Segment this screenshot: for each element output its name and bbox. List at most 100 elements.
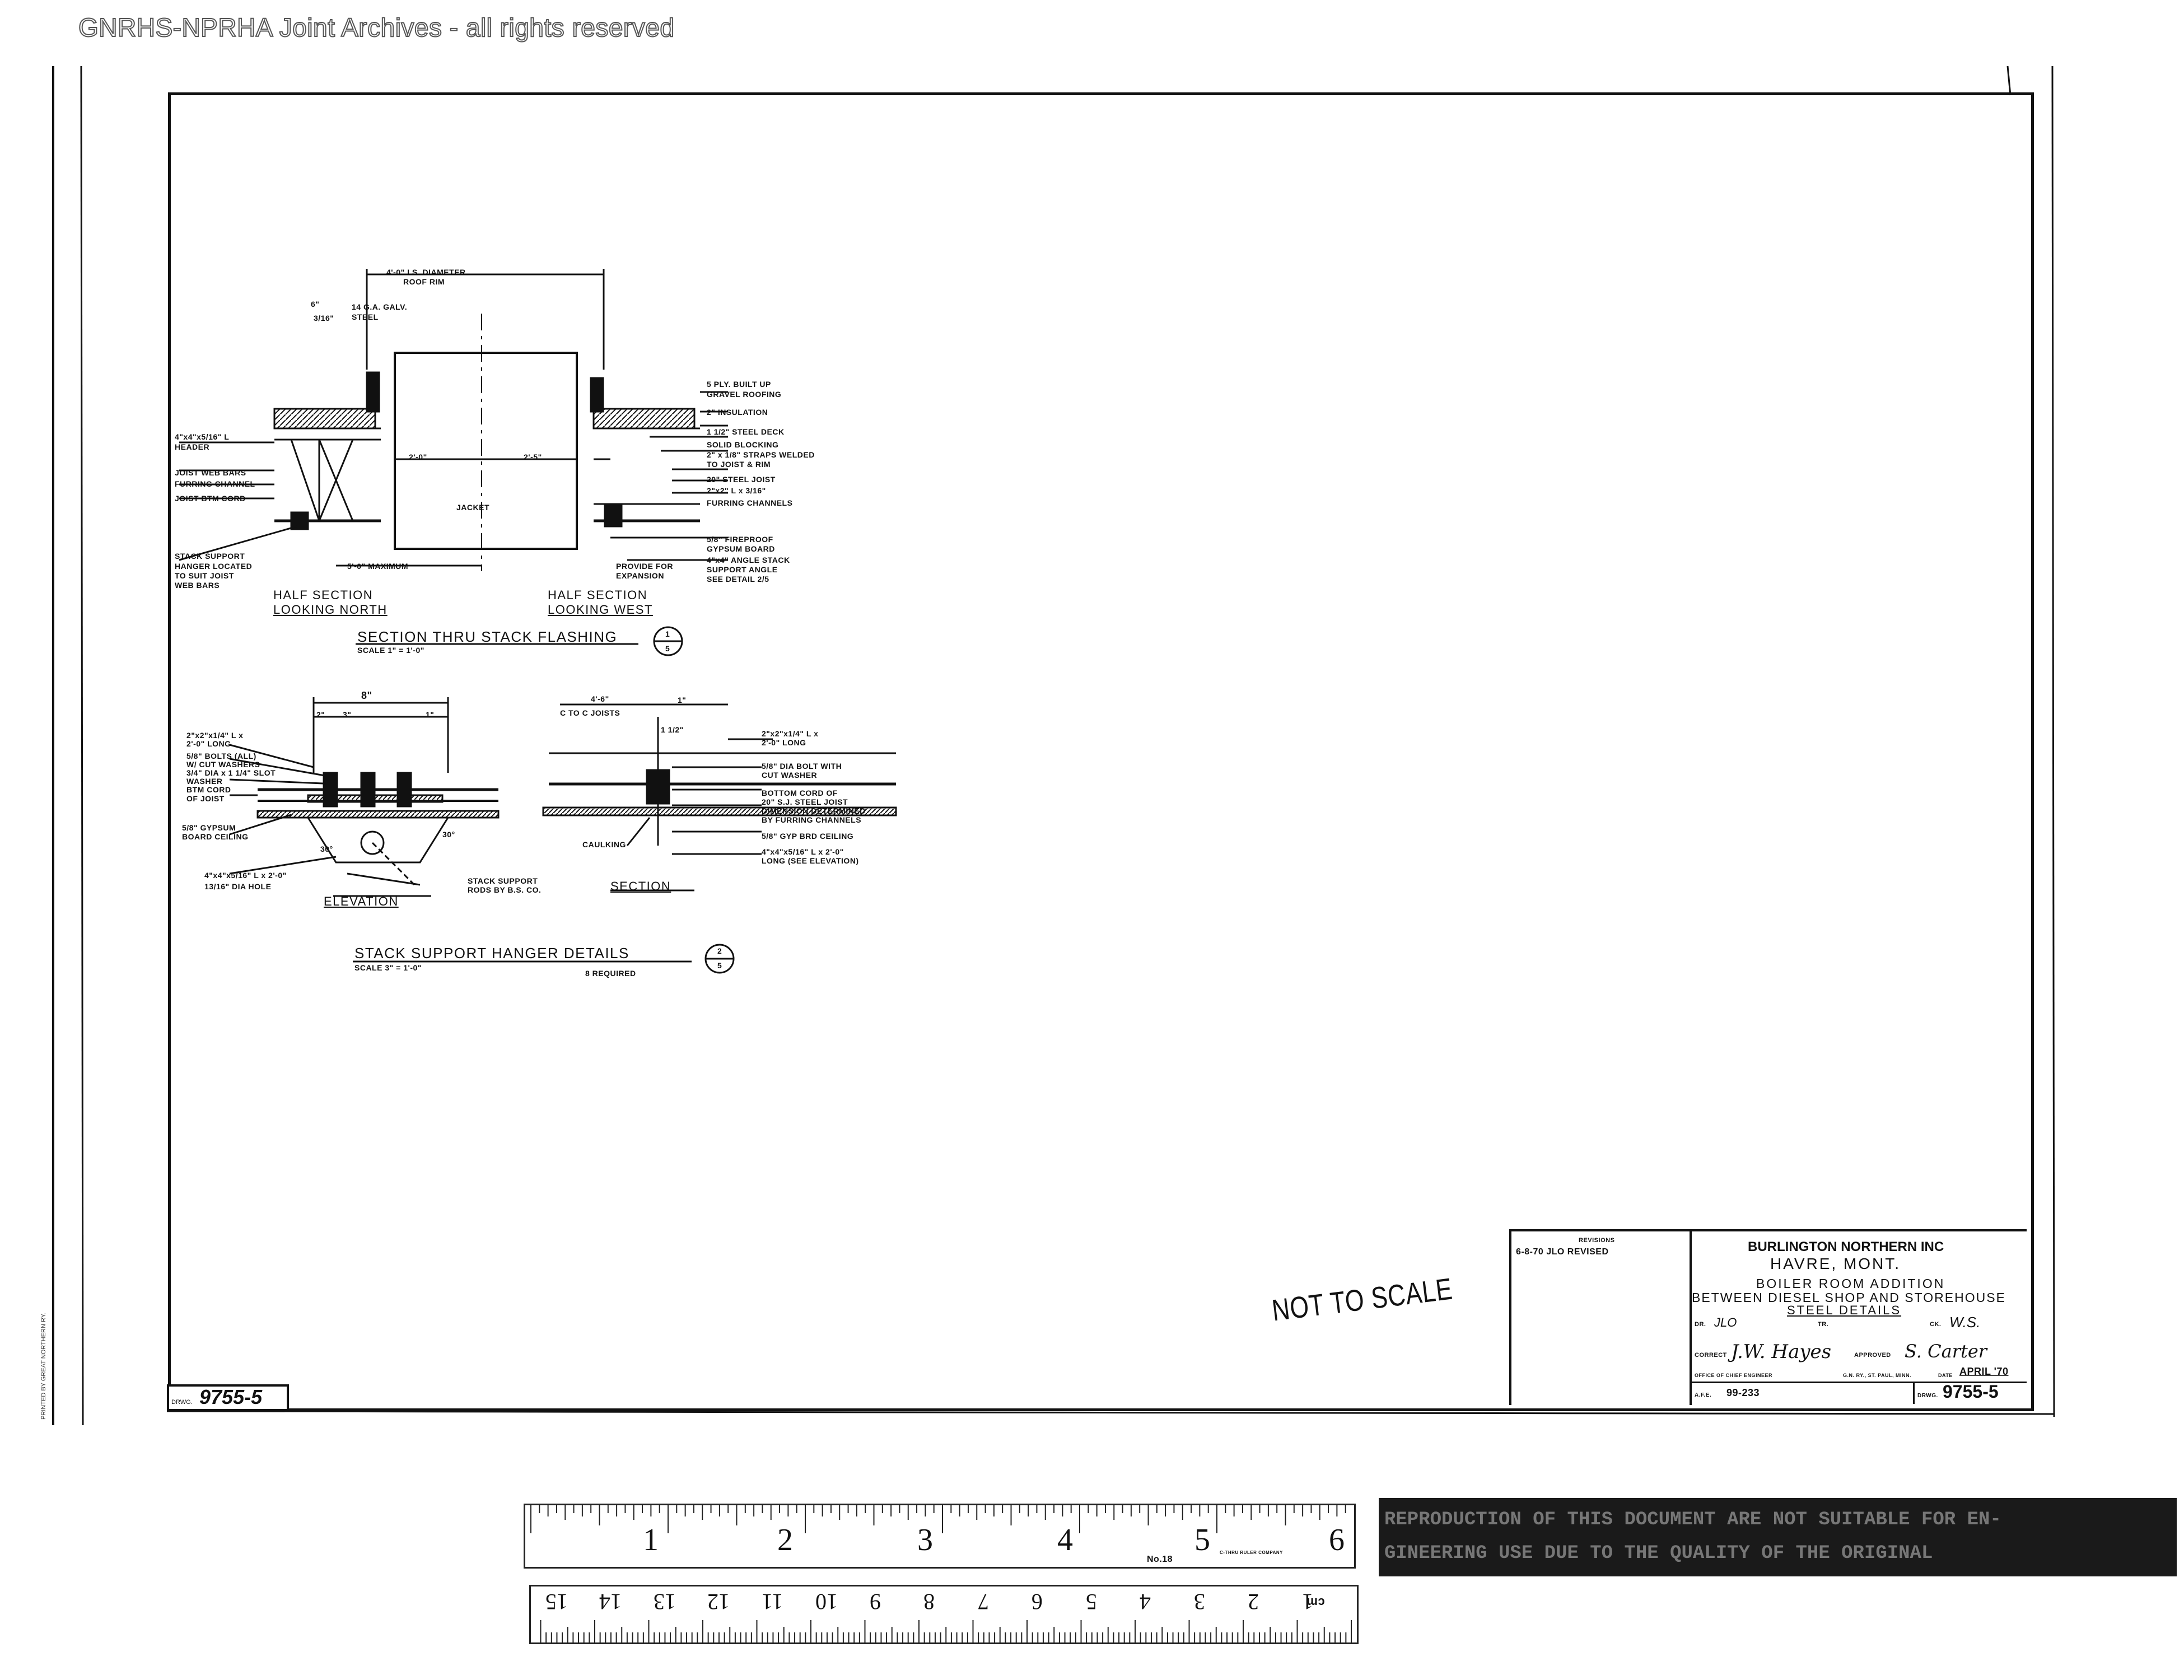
- label-dim-1-half: 1 1/2": [661, 725, 684, 734]
- label-looking-west: LOOKING WEST: [548, 603, 653, 617]
- label-see-detail: SEE DETAIL 2/5: [707, 575, 769, 584]
- detail-2-scale: SCALE 3" = 1'-0": [354, 963, 422, 972]
- afe-label: A.F.E.: [1695, 1392, 1712, 1398]
- label-hanger: HANGER LOCATED: [175, 562, 253, 571]
- drawing-number: 9755-5: [199, 1385, 263, 1408]
- label-dim-1: 1": [426, 710, 435, 719]
- label-gauge: 14 G.A. GALV.: [352, 302, 408, 311]
- label-dim-4-6: 4'-6": [591, 694, 609, 703]
- date-value: APRIL '70: [1959, 1366, 2009, 1377]
- dwg-number-value: 9755-5: [1943, 1382, 1999, 1402]
- label-web-bars-2: WEB BARS: [175, 581, 220, 590]
- afe-value: 99-233: [1726, 1387, 1760, 1398]
- label-angle-right: 2"x2"x1/4" L x: [762, 729, 819, 738]
- approved-signature: S. Carter: [1905, 1341, 1987, 1362]
- railway-label: G.N. RY., ST. PAUL, MINN.: [1843, 1373, 1912, 1378]
- detail-2-callout-bottom: 5: [717, 961, 722, 970]
- margin-note: PRINTED BY GREAT NORTHERN RY.: [40, 1313, 47, 1420]
- label-long-right: 2'-0" LONG: [762, 738, 806, 747]
- label-section: SECTION: [610, 879, 671, 893]
- detail-2-required: 8 REQUIRED: [585, 969, 636, 978]
- label-rods: RODS BY B.S. CO.: [468, 885, 542, 894]
- detail-2-callout-top: 2: [717, 946, 722, 955]
- label-maximum: 5'-0" MAXIMUM: [347, 562, 409, 571]
- detail-2-title: STACK SUPPORT HANGER DETAILS: [354, 945, 629, 962]
- label-steel: STEEL: [352, 312, 379, 321]
- label-deck: 1 1/2" STEEL DECK: [707, 427, 785, 436]
- detail-1-scale: SCALE 1" = 1'-0": [357, 646, 424, 655]
- label-dimension: DIMENSION DETERMINED: [762, 806, 866, 815]
- label-hole: 13/16" DIA HOLE: [204, 882, 272, 891]
- revisions-panel: REVISIONS 6-8-70 JLO REVISED: [1511, 1231, 1692, 1405]
- stamp-line-2: GINEERING USE DUE TO THE QUALITY OF THE …: [1384, 1543, 1933, 1564]
- dwg-number-cell: DRWG. 9755-5: [1913, 1382, 2027, 1404]
- label-angle-header: 4"x4"x5/16" L: [175, 432, 230, 441]
- cm-label: 9: [869, 1589, 881, 1614]
- detail-1-section-drawing: [179, 269, 728, 656]
- checked-value: W.S.: [1949, 1314, 1981, 1331]
- label-caulking: CAULKING: [582, 840, 626, 849]
- project-title: BOILER ROOM ADDITION: [1756, 1276, 1945, 1291]
- cm-label: 5: [1085, 1589, 1097, 1614]
- label-dim-3-16: 3/16": [314, 314, 334, 323]
- label-bolt-right: 5/8" DIA BOLT WITH: [762, 762, 842, 771]
- label-angle-hole: 4"x4"x5/16" L x 2'-0": [204, 871, 287, 880]
- project-title-2: BETWEEN DIESEL SHOP AND STOREHOUSE: [1692, 1290, 2006, 1305]
- dwg-number-label: DRWG.: [1917, 1393, 1938, 1399]
- label-jacket: JACKET: [456, 503, 490, 512]
- traced-label: TR.: [1818, 1321, 1829, 1328]
- label-header: HEADER: [175, 442, 210, 451]
- detail-2-hanger-drawing: [229, 697, 897, 974]
- label-deg-30: 30°: [320, 844, 333, 853]
- label-suit-joist: TO SUIT JOIST: [175, 571, 234, 580]
- cm-label: 14: [599, 1589, 622, 1614]
- sheet-title: STEEL DETAILS: [1787, 1303, 1902, 1317]
- cm-label: 11: [761, 1589, 783, 1614]
- drawing-number-label: DRWG.: [171, 1399, 193, 1406]
- label-support-angle: SUPPORT ANGLE: [707, 565, 778, 574]
- title-panel: BURLINGTON NORTHERN INC HAVRE, MONT. BOI…: [1692, 1231, 2027, 1405]
- label-bottom-cord-right: BOTTOM CORD OF: [762, 788, 838, 797]
- inch-3: 3: [917, 1523, 933, 1557]
- label-furring-2: BY FURRING CHANNELS: [762, 815, 862, 824]
- inch-ruler-ticks: [530, 1505, 1346, 1533]
- label-dim-2-5: 2'-5": [524, 452, 542, 461]
- label-straps: 2" x 1/8" STRAPS WELDED: [707, 450, 815, 459]
- label-washer-right: CUT WASHER: [762, 771, 818, 780]
- label-dim-6: 6": [311, 300, 320, 309]
- label-dim-2-0: 2'-0": [409, 452, 427, 461]
- label-blocking: SOLID BLOCKING: [707, 440, 779, 449]
- label-roofing: 5 PLY. BUILT UP: [707, 380, 771, 389]
- inch-4: 4: [1057, 1523, 1073, 1557]
- label-gypsum: GYPSUM BOARD: [707, 544, 775, 553]
- label-stack-support: STACK SUPPORT: [175, 552, 245, 561]
- label-gypsum-2: 5/8" GYPSUM: [182, 823, 236, 832]
- location: HAVRE, MONT.: [1770, 1255, 1901, 1272]
- label-dim-1b: 1": [678, 696, 687, 704]
- label-gyp-ceiling: 5/8" GYP BRD CEILING: [762, 832, 854, 841]
- label-bottom-cord: JOIST BTM CORD: [175, 494, 246, 503]
- cm-label: 2: [1248, 1589, 1259, 1614]
- label-diameter: 4'-0" I.S. DIAMETER: [386, 268, 466, 277]
- label-long: 2'-0" LONG: [186, 739, 231, 748]
- label-angle-long: 2"x2"x1/4" L x: [186, 731, 244, 740]
- cm-ruler-ticks: [540, 1620, 1352, 1642]
- label-roof-rim: ROOF RIM: [403, 277, 445, 286]
- label-angle-section: 4"x4"x5/16" L x 2'-0": [762, 847, 844, 856]
- detail-1-callout-top: 1: [665, 629, 670, 638]
- correct-signature: J.W. Hayes: [1731, 1341, 1832, 1363]
- label-fireproof: 5/8" FIREPROOF: [707, 535, 773, 544]
- label-straps-2: TO JOIST & RIM: [707, 460, 771, 469]
- label-joist: 20" STEEL JOIST: [707, 475, 776, 484]
- checked-label: CK.: [1930, 1321, 1942, 1328]
- label-of-joist: OF JOIST: [186, 794, 225, 803]
- cm-label: 10: [815, 1589, 838, 1614]
- label-angle: 2"x2" L x 3/16": [707, 486, 766, 495]
- title-block: REVISIONS 6-8-70 JLO REVISED BURLINGTON …: [1509, 1229, 2027, 1405]
- approved-label: APPROVED: [1854, 1352, 1891, 1359]
- label-dim-8: 8": [361, 690, 372, 701]
- cm-label: 15: [545, 1589, 568, 1614]
- ruler-maker: C-THRU RULER COMPANY: [1220, 1550, 1283, 1555]
- detail-1-callout-bottom: 5: [665, 644, 670, 653]
